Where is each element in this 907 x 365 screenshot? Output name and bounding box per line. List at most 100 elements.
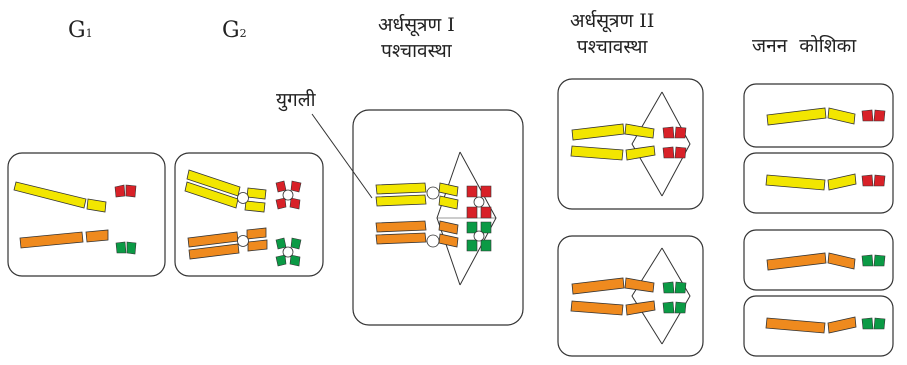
germ-cells-title: जनन कोशिका	[752, 35, 857, 57]
germ-cell-2-red-a	[861, 174, 874, 187]
meiosis1-green-chromatid-d	[480, 239, 492, 252]
g1-orange-chromosome-arm2	[85, 229, 109, 243]
g2-red-chromatid-a	[275, 180, 287, 193]
g2-text: G	[222, 18, 240, 43]
g2-orange-chromatid1-arm2	[246, 227, 267, 240]
germ-cell-4-orange-arm1	[765, 317, 826, 334]
g2-orange-centromere	[237, 235, 249, 247]
cell-g2-membrane	[174, 152, 324, 277]
meiosis1-red-chromatid-a	[466, 185, 478, 198]
germ-cell-2-yellow-arm2	[827, 173, 857, 191]
meiosis1-yellow-chromatid1-short	[438, 182, 459, 197]
g2-subscript: 2	[239, 27, 247, 40]
meiosis1-red-chromatid-c	[466, 206, 478, 219]
g2-green-chromatid-d	[289, 254, 301, 267]
germ-cell-1-red-a	[861, 109, 874, 122]
g1-red-chromosome-arm2	[125, 184, 137, 198]
meiosis1-green-chromatid-a	[466, 221, 478, 234]
germ-cell-2-yellow-arm1	[765, 174, 826, 191]
germ-cell-3-green-a	[861, 254, 874, 267]
g1-orange-chromosome-arm1	[19, 231, 84, 249]
bivalent-pointer-line	[311, 113, 373, 199]
meiosis2-top-red-b	[674, 126, 687, 139]
germ-cell-4-green-b	[873, 317, 886, 330]
meiosis2-top-yellow-chromatid2	[570, 145, 624, 161]
g2-orange-chromatid2-arm1	[188, 243, 240, 260]
germ-cell-1-membrane	[743, 83, 894, 148]
meiosis1-green-chromatid-c	[466, 239, 478, 252]
meiosis1-yellow-centromere	[426, 186, 440, 200]
germ-cell-3-membrane	[743, 229, 894, 291]
g2-yellow-chromatid2-arm2	[244, 200, 266, 213]
g2-green-chromatid-c	[275, 254, 287, 267]
meiosis1-orange-chromatid2	[375, 232, 427, 245]
cell-meiosis2-bottom	[557, 235, 704, 357]
meiosis1-red-chromatid-d	[480, 206, 492, 219]
meiosis1-orange-chromatid2-short	[438, 233, 459, 248]
meiosis2-top-yellow-chromatid1-short	[624, 123, 655, 139]
germ-cell-2-red-b	[873, 174, 886, 187]
cell-meiosis2-top	[557, 78, 704, 210]
germ-cell-1-yellow-arm2	[827, 107, 856, 125]
germ-cell-3-orange-arm1	[766, 252, 827, 271]
germ-cell-1-yellow-arm1	[766, 107, 827, 126]
g2-orange-chromatid2-arm2	[247, 239, 268, 252]
germ-cell-1	[743, 83, 894, 148]
meiosis1-spindle-right	[459, 151, 497, 286]
g1-subscript: 1	[85, 27, 93, 40]
meiosis1-subtitle: पश्चावस्था	[381, 40, 452, 62]
meiosis2-bottom-orange-chromatid2	[570, 300, 624, 316]
germ-cell-3-green-b	[873, 254, 886, 267]
germ-cell-4-membrane	[743, 295, 894, 357]
meiosis2-top-red-d	[674, 146, 687, 159]
g2-red-chromatid-c	[275, 197, 287, 210]
bivalent-text: युगली	[276, 89, 316, 111]
meiosis1-red-chromatid-b	[480, 185, 492, 198]
meiosis1-orange-centromere	[426, 234, 440, 248]
meiosis2-top-spindle-left	[631, 91, 663, 197]
bivalent-label: युगली	[276, 86, 316, 112]
meiosis2-bottom-green-d	[674, 301, 687, 314]
meiosis2-subtitle: पश्चावस्था	[576, 36, 648, 58]
germ-cell-2	[743, 152, 894, 214]
g2-yellow-chromatid1-arm2	[246, 187, 267, 200]
meiosis2-bottom-green-b	[674, 281, 687, 294]
meiosis2-top-red-a	[662, 126, 675, 139]
meiosis2-top-yellow-chromatid1	[571, 123, 625, 141]
g2-red-chromatid-d	[289, 197, 301, 210]
germ-cell-4-green-a	[861, 317, 874, 330]
germ-cell-4	[743, 295, 894, 357]
meiosis2-bottom-orange-chromatid2-short	[625, 300, 656, 316]
stage-label-meiosis1: अर्धसूत्रण I पश्चावस्था	[378, 12, 455, 64]
stage-label-germ-cells: जनन कोशिका	[752, 32, 856, 58]
meiosis1-yellow-chromatid2	[375, 194, 427, 207]
meiosis2-bottom-spindle-left	[631, 247, 663, 345]
germ-cell-1-red-b	[873, 109, 886, 122]
meiosis1-yellow-chromatid1	[375, 182, 427, 195]
g2-red-chromatid-b	[290, 180, 302, 193]
meiosis1-title: अर्धसूत्रण I	[378, 14, 455, 36]
meiosis1-orange-chromatid1	[375, 220, 427, 233]
meiosis1-red-centromere	[473, 196, 485, 208]
g1-yellow-chromosome-arm2	[86, 198, 107, 213]
stage-label-g2: G2	[222, 18, 247, 43]
cell-g1	[7, 152, 166, 277]
meiosis1-spindle-left	[436, 151, 461, 286]
meiosis2-bottom-green-a	[662, 281, 675, 294]
meiosis2-bottom-orange-chromatid1	[571, 277, 625, 295]
meiosis2-top-spindle-right	[661, 91, 691, 197]
g1-text: G	[68, 18, 86, 43]
meiosis2-top-red-c	[662, 146, 675, 159]
g1-green-chromosome-arm1	[115, 241, 127, 254]
g2-green-chromatid-b	[290, 237, 302, 250]
germ-cell-2-membrane	[743, 152, 894, 214]
g2-green-centromere	[282, 246, 294, 258]
germ-cell-4-orange-arm2	[827, 316, 857, 334]
g2-green-chromatid-a	[275, 237, 287, 250]
g1-green-chromosome-arm2	[126, 241, 137, 255]
cell-meiosis2-bottom-membrane	[557, 235, 704, 357]
cell-meiosis2-top-membrane	[557, 78, 704, 210]
meiosis2-bottom-spindle-right	[661, 247, 691, 345]
meiosis2-bottom-green-c	[662, 301, 675, 314]
